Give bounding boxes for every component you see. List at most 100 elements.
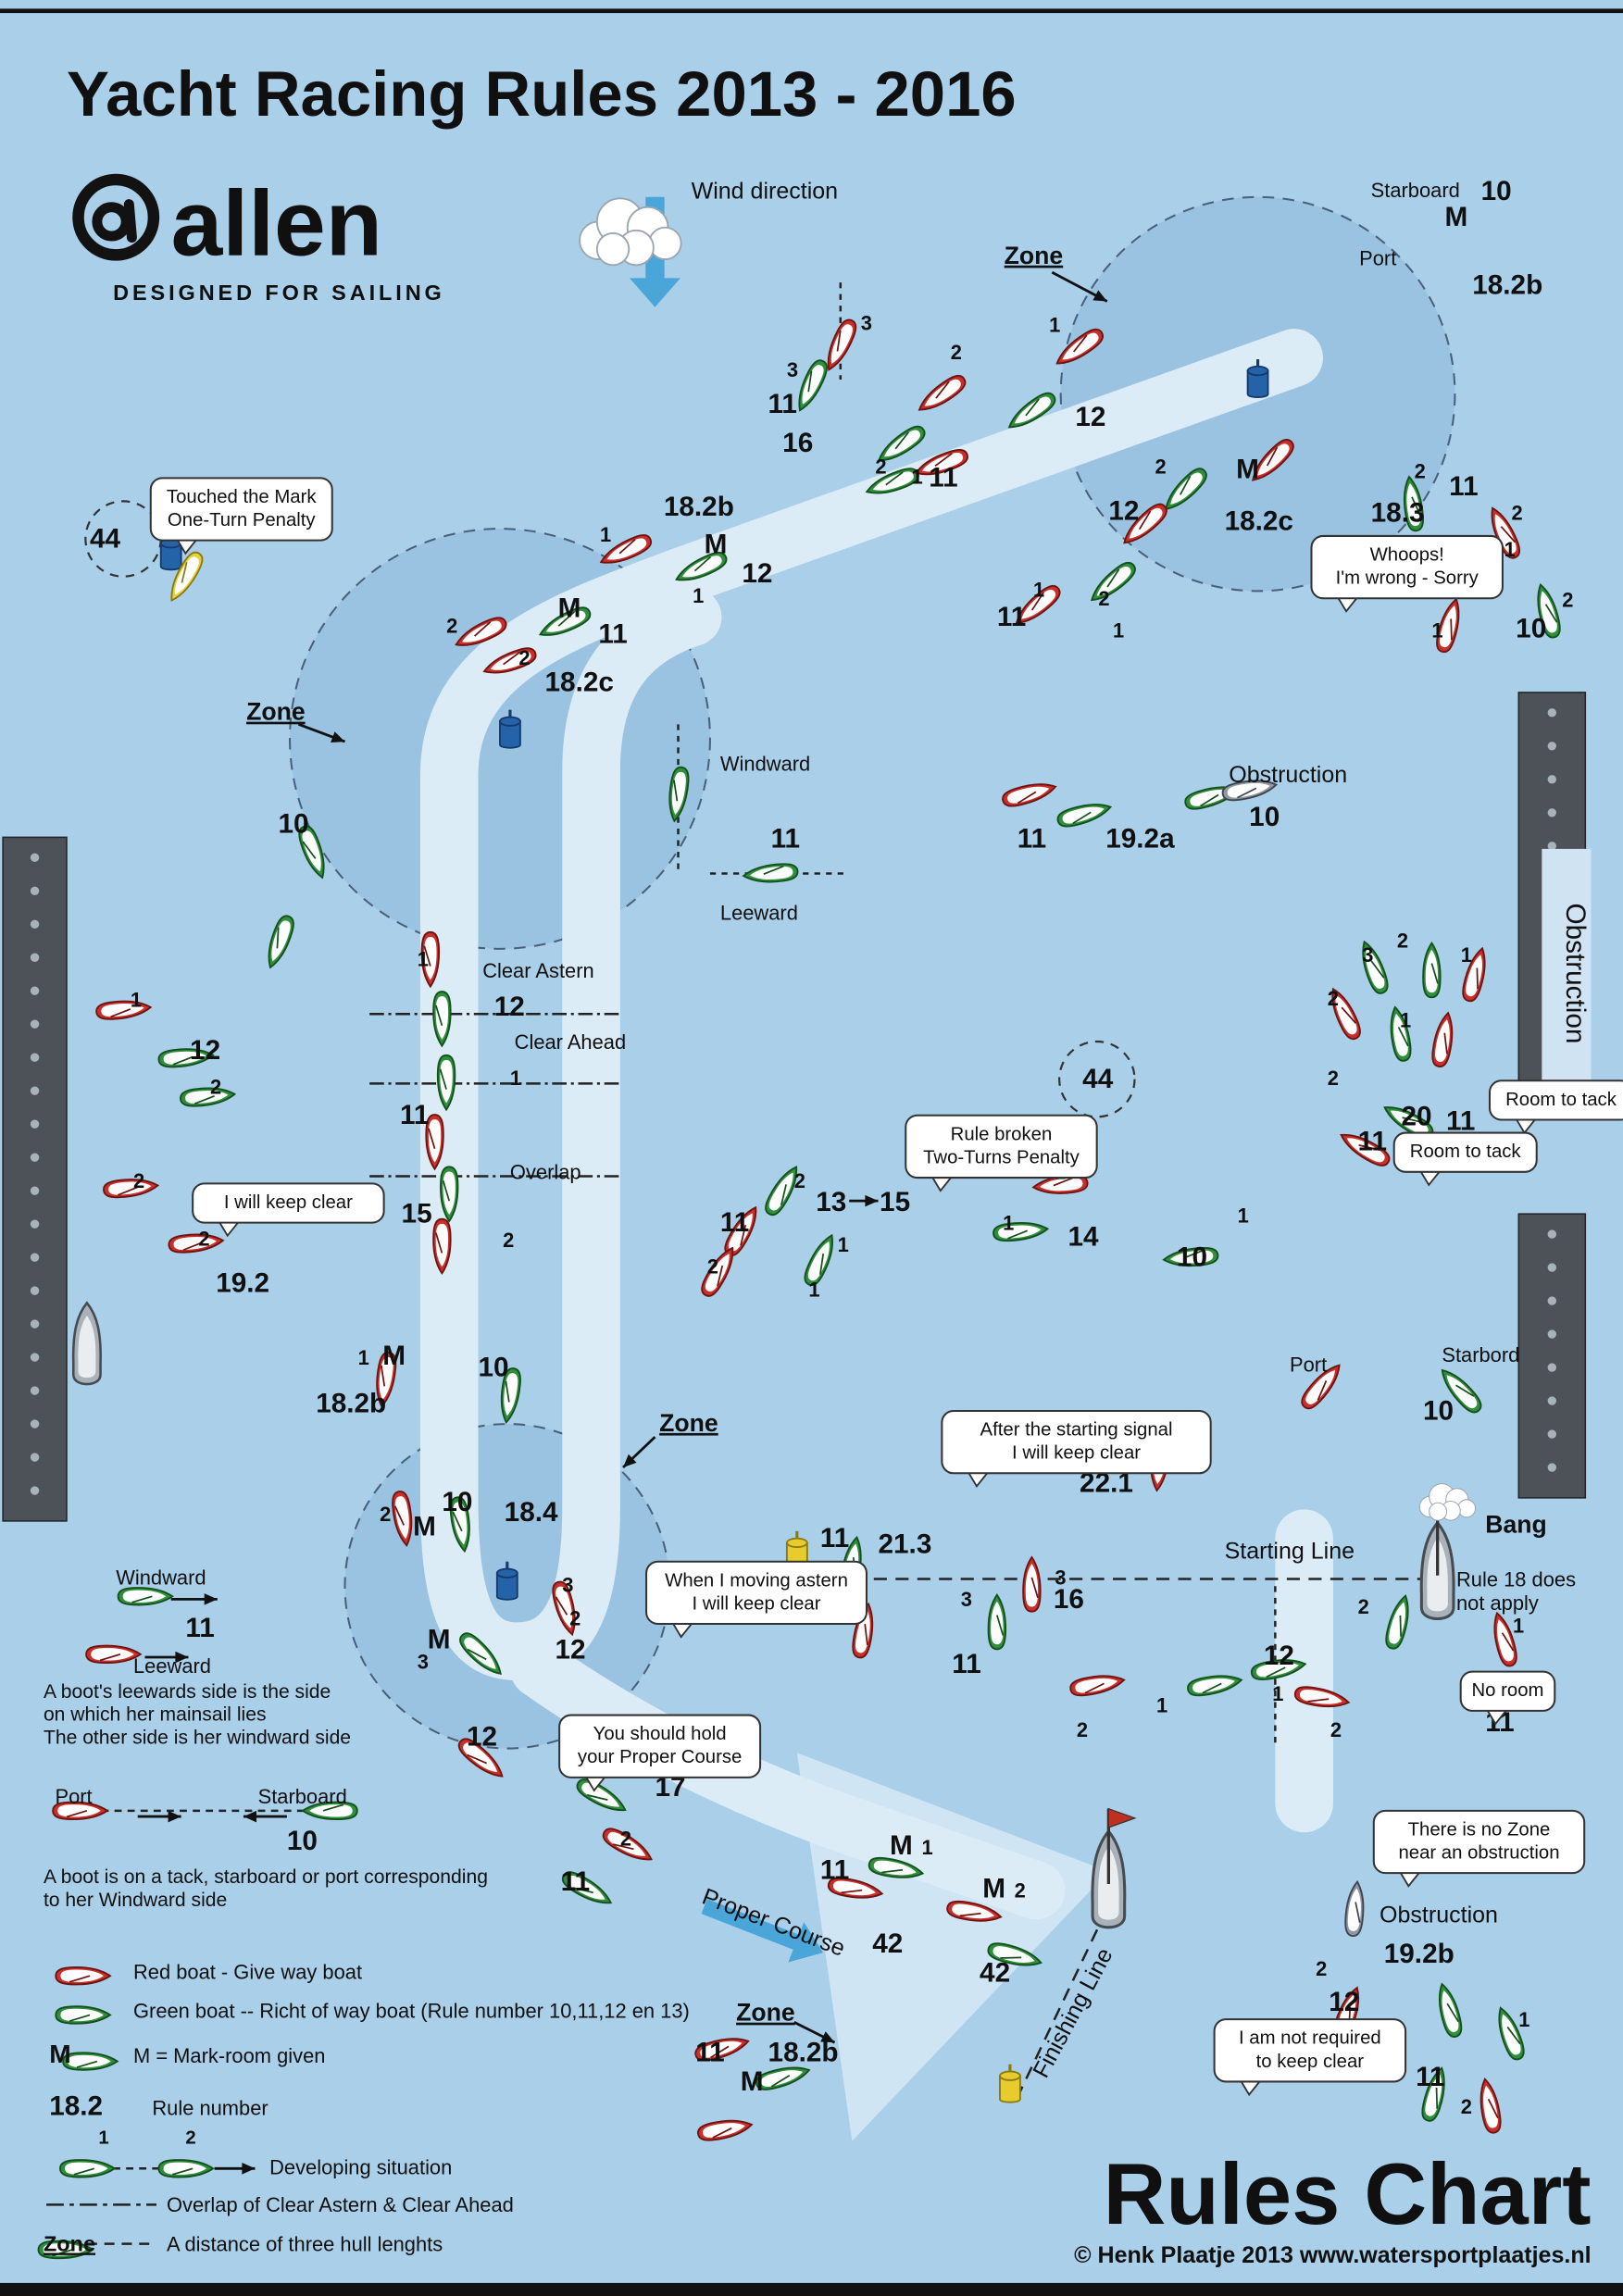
- boat-red: [946, 1900, 1003, 1922]
- label-2: 2: [1397, 929, 1408, 952]
- label-10: 10: [1481, 176, 1512, 206]
- label-port: Port: [1359, 246, 1396, 269]
- deck: [65, 2162, 108, 2175]
- boom: [1183, 1249, 1205, 1259]
- label-3: 3: [418, 1651, 429, 1674]
- label-11: 11: [695, 2038, 724, 2068]
- brand-tagline: DESIGNED FOR SAILING: [113, 281, 445, 305]
- boom: [1487, 2098, 1499, 2119]
- pier-piling: [30, 1453, 40, 1462]
- boom: [1106, 568, 1120, 588]
- boat-green: [1385, 1594, 1409, 1650]
- label-11: 11: [1017, 823, 1046, 854]
- boat-red: [1293, 1686, 1351, 1708]
- label-12: 12: [190, 1035, 220, 1066]
- mark-buoy-yellow: [999, 2064, 1021, 2103]
- boat-green: [1007, 392, 1056, 429]
- bubble-box: [1488, 1079, 1623, 1121]
- boat-green: [1403, 475, 1425, 532]
- boom: [1500, 526, 1517, 543]
- boom: [1266, 446, 1279, 467]
- pointer-arrow: [144, 1651, 189, 1664]
- label-1: 1: [131, 988, 142, 1011]
- label-2: 2: [446, 615, 457, 638]
- boat-green: [877, 425, 926, 462]
- bubble-text: Room to tack: [1505, 1090, 1617, 1110]
- boom: [693, 555, 712, 572]
- ship-deck: [78, 1316, 96, 1379]
- buoy-body: [999, 2075, 1021, 2103]
- boat-red: [1252, 439, 1294, 481]
- label-1: 1: [1504, 538, 1516, 561]
- boom: [66, 1810, 88, 1818]
- label-1: 1: [510, 1067, 521, 1090]
- deck: [872, 471, 914, 491]
- label-finishing-line: Finishing Line: [1028, 1944, 1117, 2082]
- boom: [618, 539, 636, 555]
- boom: [780, 1184, 787, 1205]
- boom: [1370, 960, 1385, 979]
- label-10: 10: [479, 1352, 509, 1382]
- label-starboard: Starboard: [258, 1785, 347, 1808]
- label-44: 44: [90, 523, 121, 554]
- pier-piling: [1547, 708, 1557, 718]
- boom: [503, 651, 521, 666]
- boom: [586, 1794, 608, 1801]
- boom: [1397, 1027, 1409, 1047]
- boom: [1030, 1577, 1039, 1599]
- deck: [428, 1119, 442, 1163]
- boat-green: [1362, 940, 1389, 994]
- label-18-2: 18.2: [49, 2090, 103, 2121]
- label-1: 1: [1003, 1211, 1014, 1234]
- pointer-arrow: [170, 1593, 218, 1605]
- arrow-head: [865, 1194, 879, 1207]
- boom: [996, 1615, 1005, 1636]
- dashed-line: [1016, 1890, 1117, 2099]
- boat-green: [576, 1778, 627, 1812]
- pier-piling: [30, 1286, 40, 1295]
- label-1: 1: [1272, 1682, 1283, 1705]
- label-12: 12: [1264, 1641, 1294, 1671]
- deck: [163, 1051, 206, 1065]
- buoy-body: [495, 1572, 518, 1601]
- boat-red: [1431, 1011, 1454, 1067]
- deck: [1040, 1178, 1083, 1192]
- boat-green: [37, 2240, 94, 2260]
- deck: [453, 1502, 468, 1545]
- boat-red: [455, 617, 507, 646]
- boat-green: [561, 1871, 613, 1904]
- deck: [462, 620, 502, 643]
- pier-piling: [1547, 1229, 1557, 1239]
- deck: [1496, 1619, 1514, 1662]
- bubble-text: You should hold: [593, 1724, 727, 1744]
- boom: [1430, 963, 1439, 984]
- label-port: Port: [1290, 1354, 1327, 1377]
- deck: [750, 866, 793, 880]
- deck: [1025, 1564, 1039, 1607]
- deck: [991, 1601, 1004, 1645]
- label-2: 2: [380, 1503, 391, 1526]
- boom: [1402, 1117, 1424, 1124]
- boom: [763, 865, 784, 875]
- label-zone: Zone: [659, 1409, 718, 1437]
- pier-piling: [30, 919, 40, 929]
- deck: [1192, 1678, 1235, 1693]
- boat-green: [440, 1166, 459, 1223]
- label-12: 12: [494, 992, 525, 1022]
- pier-piling: [30, 1019, 40, 1029]
- flag: [1107, 1807, 1137, 1828]
- boom: [1399, 1615, 1402, 1637]
- pier-piling: [1547, 808, 1557, 817]
- cloud: [1418, 1483, 1477, 1521]
- deck: [60, 2008, 104, 2022]
- deck: [91, 1648, 134, 1661]
- boat-green: [668, 766, 690, 823]
- boom: [1544, 604, 1558, 623]
- boat-red: [552, 1580, 576, 1637]
- boat-green: [500, 1367, 521, 1424]
- boat-green: [436, 1054, 456, 1112]
- deck: [1227, 782, 1270, 798]
- label-12: 12: [1075, 402, 1105, 432]
- arrow-head: [1092, 290, 1107, 302]
